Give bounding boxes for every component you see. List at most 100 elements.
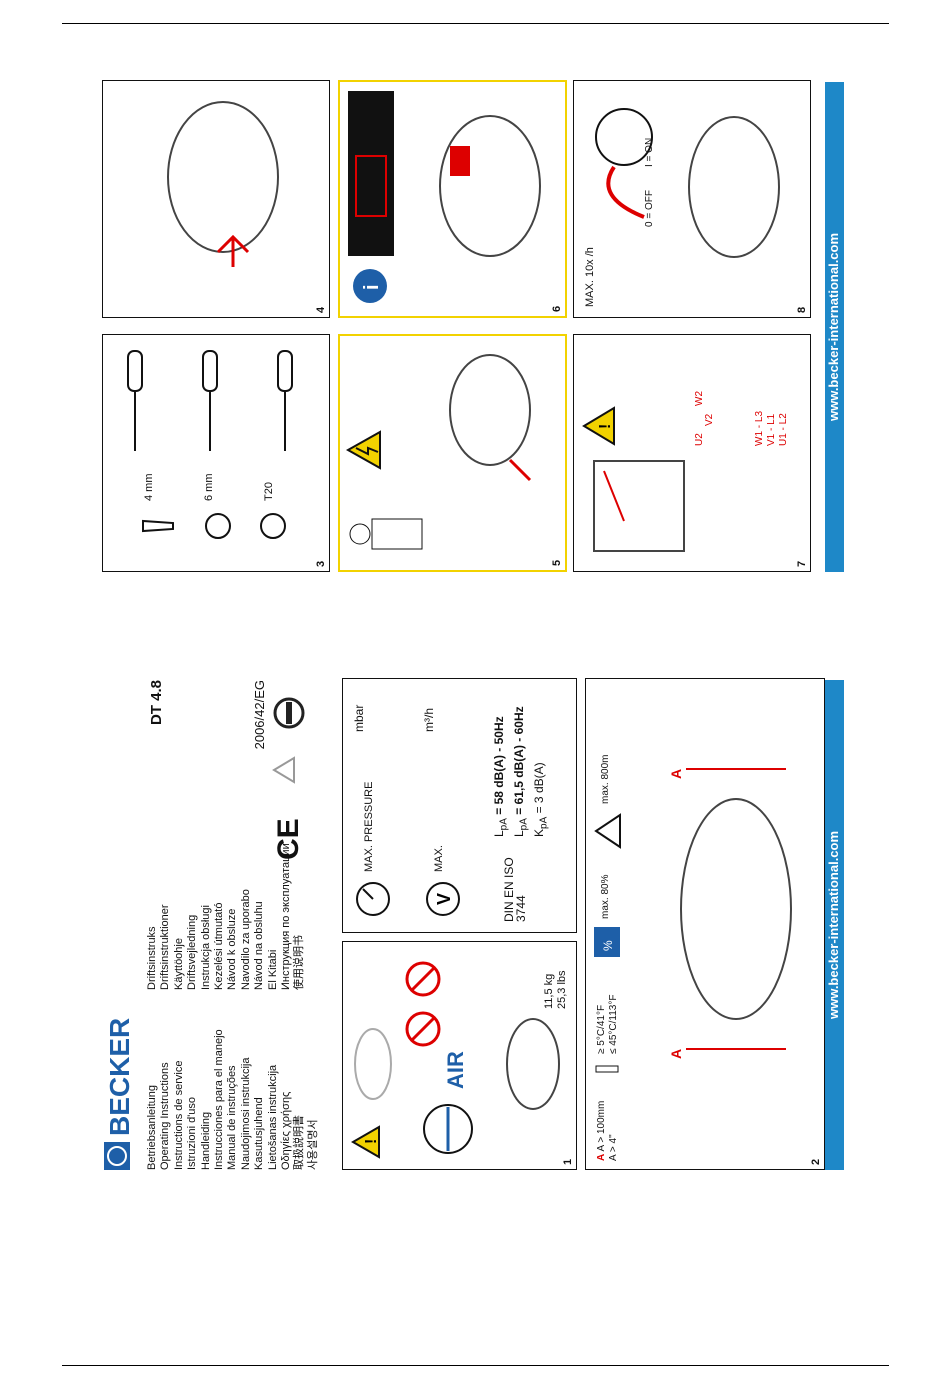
panel-number: 8 <box>796 306 808 313</box>
max-pressure-label: MAX. PRESSURE <box>363 781 375 872</box>
nameplate-icon <box>348 91 394 256</box>
panel-6-nameplate: i 6 <box>338 80 567 318</box>
noise-50hz: LpA = 58 dB(A) - 50Hz <box>492 716 510 837</box>
lang-row: 사용설명서 <box>306 1119 319 1170</box>
weight-lbs: 25,3 lbs <box>556 970 568 1009</box>
wire-u2: U2 <box>694 433 705 446</box>
ce-mark: CE <box>272 818 305 860</box>
svg-text:A: A <box>668 769 684 779</box>
altitude-max: max. 800m <box>600 754 611 804</box>
temp-min: ≥ 5°C/41°F <box>596 1004 607 1054</box>
bottom-rule <box>62 1365 889 1366</box>
panel-number: 5 <box>551 559 563 566</box>
panel-pressure-specs: MAX. PRESSURE mbar V MAX. m³/h DIN EN IS… <box>342 678 577 933</box>
top-rule <box>62 23 889 24</box>
electric-hazard-icon <box>345 430 381 470</box>
tool-size-2: 6 mm <box>203 473 215 502</box>
warning-triangle-icon: ! <box>350 1125 380 1159</box>
pressure-unit: mbar <box>352 704 366 732</box>
panel-3-tools: 4 mm 6 mm T20 3 <box>102 334 330 572</box>
tool-size-3: T20 <box>263 482 275 501</box>
terminal-box-icon <box>593 460 685 552</box>
switch-dial-icon <box>595 108 653 219</box>
website-bar: www.becker-international.com <box>825 680 844 1170</box>
switch-on-label: I = ON <box>644 137 655 167</box>
panel-5-electrical-warning: 5 <box>338 334 567 572</box>
thermometer-icon <box>595 1065 619 1073</box>
panel-number: 2 <box>810 1158 822 1165</box>
wire-u1: U1 - L2 <box>778 413 789 446</box>
panel-7-wiring: ! U2 V2 W2 W1 - L3 V1 - L1 U1 - L2 7 <box>573 334 811 572</box>
wire-v1: V1 - L1 <box>766 413 777 446</box>
switch-off-label: 0 = OFF <box>644 190 655 227</box>
wire-w2: W2 <box>694 391 705 406</box>
pump-nameplate-location-icon <box>439 115 541 257</box>
panel-number: 4 <box>315 306 327 313</box>
pump-sketch-icon <box>354 1028 392 1100</box>
website-url: www.becker-international.com <box>826 232 841 422</box>
website-bar: www.becker-international.com <box>825 82 844 572</box>
directive-number: 2006/42/EG <box>252 680 267 750</box>
clearance-mm: A A > 100mm <box>596 1100 607 1161</box>
prohibited-media-icons <box>405 961 441 1047</box>
model-name: DT 4.8 <box>148 680 165 726</box>
website-url: www.becker-international.com <box>826 830 841 1020</box>
panel-8-switch: MAX. 10x /h I = ON 0 = OFF 8 <box>573 80 811 318</box>
weight-kg: 11,5 kg <box>543 973 555 1009</box>
max-flow-label: MAX. <box>433 845 445 872</box>
panel-number: 3 <box>315 560 327 567</box>
screwdriver-icons <box>127 350 293 451</box>
panel-1-handling: ! AIR 11,5 kg 25,3 lbs 1 <box>342 941 577 1170</box>
clearance-diagram-icon: A A <box>668 768 792 1059</box>
wire-w1: W1 - L3 <box>754 410 765 446</box>
panel-number: 1 <box>562 1158 574 1165</box>
altitude-mountain-icon <box>594 813 621 849</box>
technician-icon <box>349 518 423 550</box>
svg-text:!: ! <box>597 424 614 429</box>
pump-with-plug-icon <box>167 101 279 267</box>
warning-triangle-icon: ! <box>582 406 615 446</box>
svg-text:A: A <box>668 1049 684 1059</box>
wire-v2: V2 <box>704 413 715 426</box>
max-starts: MAX. 10x /h <box>584 247 596 307</box>
pressure-gauge-icon <box>356 882 390 916</box>
svg-text:!: ! <box>363 1139 380 1144</box>
airflow-fan-icon <box>423 1104 473 1154</box>
info-icon: i <box>353 269 387 303</box>
panel-4-remove-plug: 4 <box>102 80 330 318</box>
certification-seal-icon <box>273 697 305 729</box>
svg-text:i: i <box>361 284 383 290</box>
humidity-icon: % <box>594 927 620 957</box>
brand-name: BECKER <box>104 1018 135 1136</box>
norm-label: DIN EN ISO 3744 <box>502 857 528 922</box>
lang-row: 取扱説明書使用说明书 <box>293 935 306 1170</box>
recycle-icon <box>272 756 295 784</box>
clearance-inch: A > 4" <box>608 1134 619 1161</box>
k-uncertainty: KpA = 3 dB(A) <box>532 762 550 837</box>
becker-logo: BECKER <box>102 965 135 1170</box>
pump-wrench-icon <box>449 354 532 482</box>
right-column: 4 mm 6 mm T20 3 4 5 i <box>102 80 844 572</box>
air-label: AIR <box>443 1051 468 1089</box>
svg-text:%: % <box>601 940 615 951</box>
humidity-max: max. 80% <box>600 874 611 919</box>
noise-60hz: LpA = 61,5 dB(A) - 60Hz <box>512 706 530 837</box>
lifting-pump-icon <box>506 1018 560 1110</box>
svg-text:V: V <box>434 893 454 905</box>
flow-v-icon: V <box>426 882 460 916</box>
tool-tip-icons <box>142 513 286 539</box>
panel-2-installation: A A > 100mm A > 4" ≥ 5°C/41°F ≤ 45°C/113… <box>585 678 825 1170</box>
